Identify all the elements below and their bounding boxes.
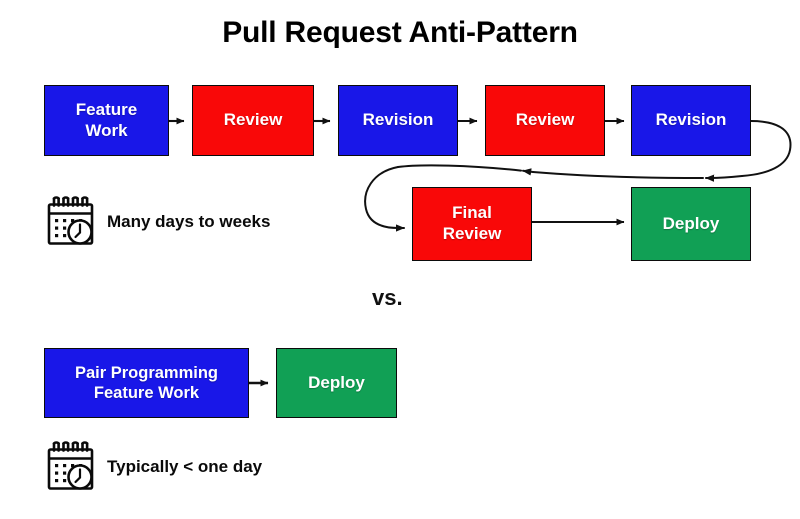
loop-left-segment [397, 164, 522, 172]
vs-label: vs. [372, 285, 403, 310]
box-revision-1[interactable]: Revision [338, 85, 458, 156]
box-final-review[interactable]: Final Review [412, 187, 532, 261]
box-revision-2[interactable]: Revision [631, 85, 751, 156]
box-deploy-pair-programming[interactable]: Deploy [276, 348, 397, 418]
loop-arrowhead-right [705, 174, 743, 182]
calendar-clock-icon [47, 441, 94, 490]
caption-many-days: Many days to weeks [44, 195, 270, 249]
calendar-clock-icon [47, 196, 94, 245]
box-pair-programming-feature-work[interactable]: Pair Programming Feature Work [44, 348, 249, 418]
box-review-1[interactable]: Review [192, 85, 314, 156]
caption-text-many-days: Many days to weeks [107, 212, 271, 231]
loop-down-curve [364, 166, 399, 229]
box-feature-work[interactable]: Feature Work [44, 85, 169, 156]
box-deploy-anti-pattern[interactable]: Deploy [631, 187, 751, 261]
loop-mid-segment [532, 171, 704, 179]
loop-arrowhead-left [522, 168, 534, 176]
box-review-2[interactable]: Review [485, 85, 605, 156]
caption-text-typically-one-day: Typically < one day [107, 457, 263, 476]
caption-typically-one-day: Typically < one day [44, 440, 262, 494]
page-title: Pull Request Anti-Pattern [222, 16, 578, 49]
